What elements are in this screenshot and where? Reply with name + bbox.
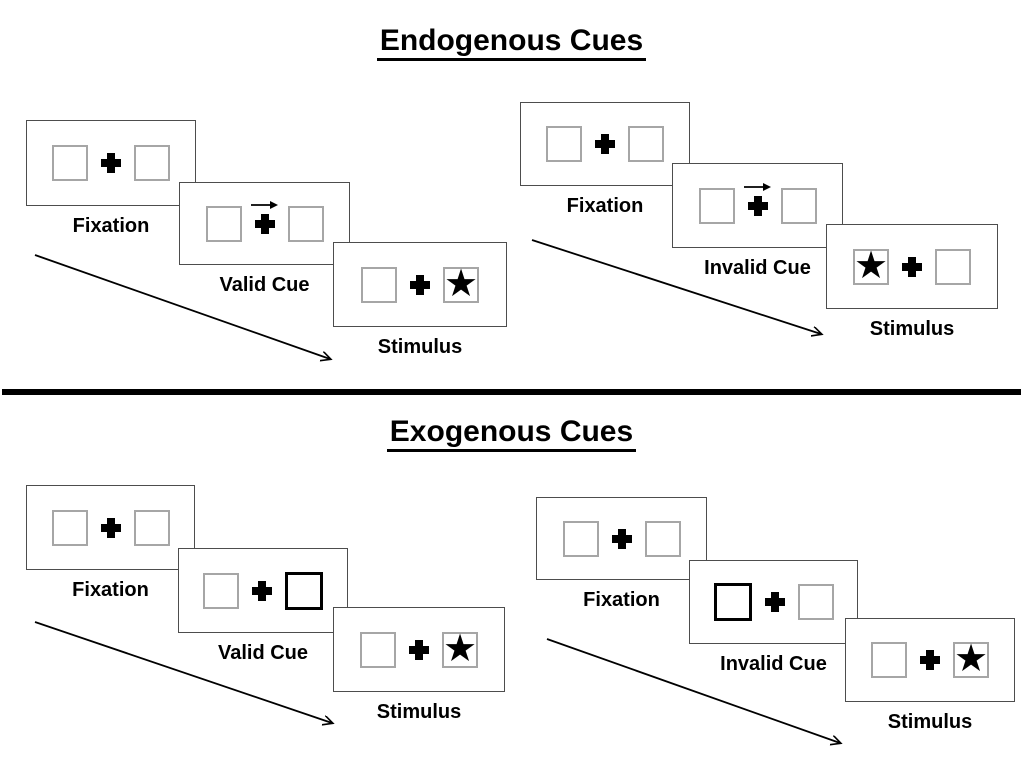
placeholder-box-right	[935, 248, 971, 285]
placeholder-box-right	[780, 187, 817, 224]
fixation-cross-icon	[920, 650, 940, 670]
panel-stimulus: ★ Stimulus	[826, 224, 998, 340]
panel-label: Fixation	[566, 195, 644, 217]
placeholder-box-left	[51, 509, 88, 546]
panel-label: Stimulus	[377, 336, 463, 358]
fixation-cross-icon	[409, 639, 429, 660]
panel-stimulus: ★ Stimulus	[333, 607, 505, 723]
star-icon: ★	[443, 260, 479, 305]
panel-label: Stimulus	[869, 318, 955, 340]
panel-label: Stimulus	[887, 711, 973, 733]
timeline-arrow-endogenous-valid	[34, 254, 330, 359]
panel-fixation: Fixation	[520, 102, 690, 217]
star-icon: ★	[953, 636, 989, 680]
fixation-cross-icon	[100, 517, 121, 538]
cue-highlight-box-left	[713, 583, 752, 621]
panel-valid-cue: Valid Cue	[178, 548, 348, 664]
placeholder-box-left	[562, 520, 599, 557]
panel-label: Invalid Cue	[704, 257, 811, 279]
panel-label: Invalid Cue	[720, 653, 827, 675]
target-box-right: ★	[953, 636, 989, 680]
star-icon: ★	[853, 242, 889, 287]
fixation-cross-icon	[410, 274, 430, 295]
panel-label: Stimulus	[376, 701, 462, 723]
panel-fixation: Fixation	[26, 485, 195, 601]
panel-fixation: Fixation	[536, 497, 707, 611]
placeholder-box-left	[360, 631, 396, 668]
panel-invalid-cue: Invalid Cue	[689, 560, 858, 675]
section-divider	[2, 389, 1021, 395]
placeholder-box-left	[205, 205, 242, 242]
fixation-cross-icon	[743, 182, 771, 216]
placeholder-box-left	[871, 642, 907, 678]
cue-arrow-icon	[743, 182, 771, 191]
placeholder-box-right	[628, 126, 664, 162]
placeholder-box-left	[203, 572, 239, 609]
panel-label: Fixation	[72, 579, 149, 601]
target-box-right: ★	[443, 260, 479, 305]
target-box-left: ★	[853, 242, 889, 287]
placeholder-box-left	[546, 126, 582, 162]
placeholder-box-left	[361, 266, 397, 303]
fixation-cross-icon	[611, 528, 632, 549]
panel-invalid-cue: Invalid Cue	[672, 163, 843, 279]
section-title-row: Exogenous Cues	[0, 417, 1023, 452]
panel-stimulus: ★ Stimulus	[845, 618, 1015, 733]
fixation-cross-icon	[595, 134, 615, 154]
panel-stimulus: ★ Stimulus	[333, 242, 507, 358]
panel-label: Fixation	[583, 589, 660, 611]
placeholder-box-right	[134, 145, 170, 181]
placeholder-box-left	[52, 145, 88, 181]
section-title-row: Endogenous Cues	[0, 26, 1023, 61]
panel-label: Valid Cue	[217, 642, 309, 664]
fixation-cross-icon	[902, 256, 922, 277]
placeholder-box-right	[797, 584, 834, 620]
placeholder-box-right	[133, 509, 170, 546]
panel-label: Fixation	[72, 215, 150, 237]
fixation-cross-icon	[764, 592, 785, 612]
section-title-exogenous: Exogenous Cues	[386, 417, 637, 452]
fixation-cross-icon	[250, 200, 278, 234]
panel-label: Valid Cue	[219, 274, 310, 296]
cue-arrow-icon	[250, 200, 278, 209]
fixation-cross-icon	[252, 580, 272, 601]
star-icon: ★	[442, 625, 478, 670]
placeholder-box-right	[644, 520, 681, 557]
panel-fixation: Fixation	[26, 120, 196, 237]
timeline-arrow-endogenous-invalid	[531, 239, 821, 334]
placeholder-box-right	[287, 205, 324, 242]
panel-valid-cue: Valid Cue	[179, 182, 350, 296]
section-title-endogenous: Endogenous Cues	[376, 26, 647, 61]
timeline-arrow-exogenous-valid	[34, 621, 332, 723]
target-box-right: ★	[442, 625, 478, 670]
cue-highlight-box-right	[285, 571, 323, 610]
placeholder-box-left	[698, 187, 735, 224]
fixation-cross-icon	[101, 153, 121, 173]
